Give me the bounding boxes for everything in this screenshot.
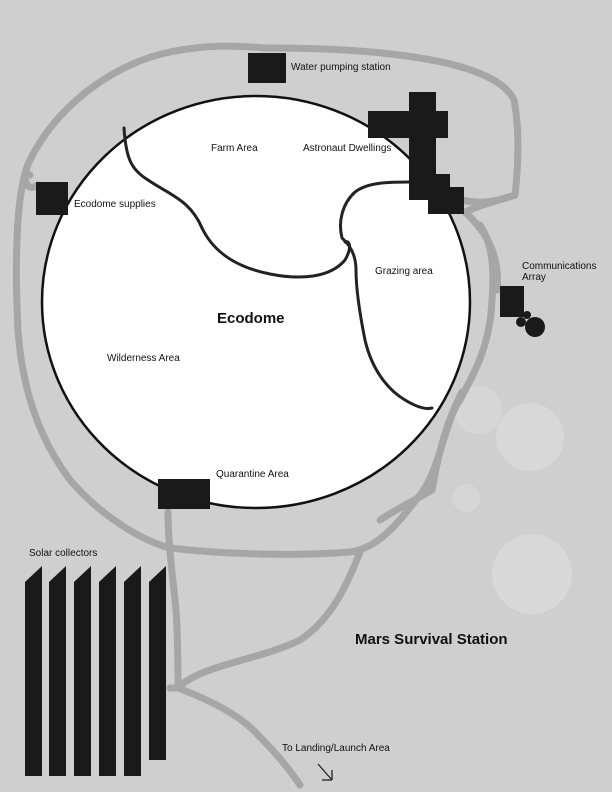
solar-panel-4 (99, 566, 116, 776)
road-ne-loop (261, 44, 522, 294)
comm-dish-large (525, 317, 545, 337)
water-pumping-station-label: Water pumping station (291, 62, 391, 73)
astronaut-dwellings-label: Astronaut Dwellings (303, 143, 392, 154)
communications-label: Communications (522, 261, 597, 272)
buildings (36, 53, 545, 509)
faint-circle-1 (454, 386, 502, 434)
road-south (164, 508, 364, 692)
ecodome (40, 94, 472, 510)
grazing-area-label: Grazing area (375, 266, 433, 277)
road-to-landing (174, 684, 304, 789)
solar-panel-3 (74, 566, 91, 776)
array-label: Array (522, 272, 546, 283)
road-network (12, 42, 522, 789)
ecodome-supplies-building (36, 182, 68, 215)
farm-area-label: Farm Area (211, 143, 258, 154)
area-boundaries (122, 126, 434, 410)
faint-circle-4 (452, 484, 480, 512)
quarantine-area-label: Quarantine Area (216, 469, 289, 480)
quarantine-building (158, 479, 210, 509)
astronaut-dwellings-buildings (368, 92, 464, 214)
water-pumping-station-building (248, 53, 286, 83)
solar-panel-6 (149, 566, 166, 760)
solar-collectors (25, 566, 166, 776)
solar-panel-1 (25, 566, 42, 776)
solar-panel-5 (124, 566, 141, 776)
solar-collectors-label: Solar collectors (29, 548, 98, 559)
faint-circle-3 (492, 534, 572, 614)
solar-panel-2 (49, 566, 66, 776)
communications-building (500, 286, 524, 317)
road-east-inner (376, 388, 466, 524)
map-title: Mars Survival Station (355, 631, 508, 648)
boundary-grazing (339, 180, 434, 410)
faint-circle-2 (496, 403, 564, 471)
landing-area-label: To Landing/Launch Area (282, 743, 390, 754)
ecodome-title: Ecodome (217, 310, 285, 327)
landing-arrow-icon (317, 763, 333, 781)
comm-dish-small-1 (516, 317, 526, 327)
road-west-small-loop (21, 170, 42, 191)
boundary-farm-wilderness (122, 126, 351, 279)
wilderness-area-label: Wilderness Area (107, 353, 180, 364)
ecodome-supplies-label: Ecodome supplies (74, 199, 156, 210)
comm-dish-small-2 (523, 311, 531, 319)
